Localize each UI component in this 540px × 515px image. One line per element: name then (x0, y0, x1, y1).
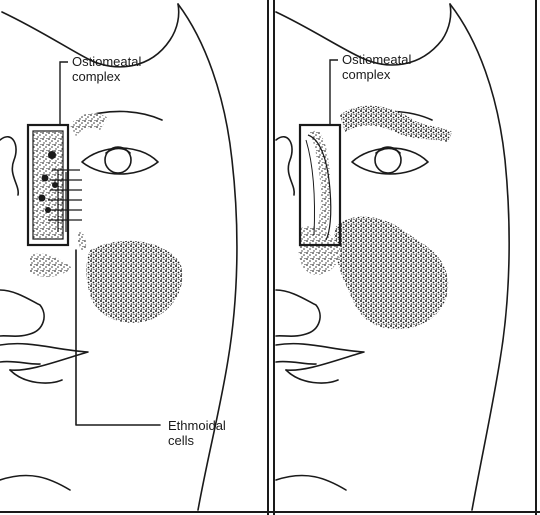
left-nostril (0, 290, 44, 336)
right-ostiomeatal-label-line1: Ostiomeatal (342, 52, 411, 67)
left-upper-lip (0, 344, 88, 371)
left-maxillary-sinus (86, 241, 182, 323)
left-ostiomeatal-leader (60, 62, 68, 125)
left-ethmoid-lower (30, 253, 72, 276)
right-upper-lip (276, 344, 364, 371)
left-lower-lip (10, 370, 62, 383)
left-ethmoidal-label-line1: Ethmoidal (168, 418, 226, 433)
right-sinus-shading (299, 106, 452, 329)
right-ear-upper (276, 137, 294, 195)
right-ostiomeatal-leader (330, 60, 338, 125)
left-frontal-sinus (70, 113, 108, 136)
right-ostiomeatal-label: Ostiomeatal complex (342, 52, 411, 82)
left-ear-upper (0, 137, 18, 195)
right-ostiomeatal-label-line2: complex (342, 67, 411, 82)
left-eye (82, 148, 158, 174)
left-ostiomeatal-label: Ostiomeatal complex (72, 54, 141, 84)
left-lip-line (0, 362, 40, 365)
left-chin (0, 475, 70, 490)
left-ethmoidal-label-line2: cells (168, 433, 226, 448)
right-nostril (276, 290, 320, 336)
right-eye (352, 148, 428, 174)
left-ostiomeatal-label-line1: Ostiomeatal (72, 54, 141, 69)
right-frontal-sinus (340, 106, 452, 142)
left-ostiomeatal-label-line2: complex (72, 69, 141, 84)
left-ostiomeatal-box (28, 125, 82, 245)
right-lower-lip (286, 370, 338, 383)
right-lip-line (276, 362, 316, 365)
right-chin (276, 475, 346, 490)
right-face-outline (450, 4, 509, 510)
right-maxillary-sinus (334, 217, 448, 329)
left-ethmoidal-label: Ethmoidal cells (168, 418, 226, 448)
